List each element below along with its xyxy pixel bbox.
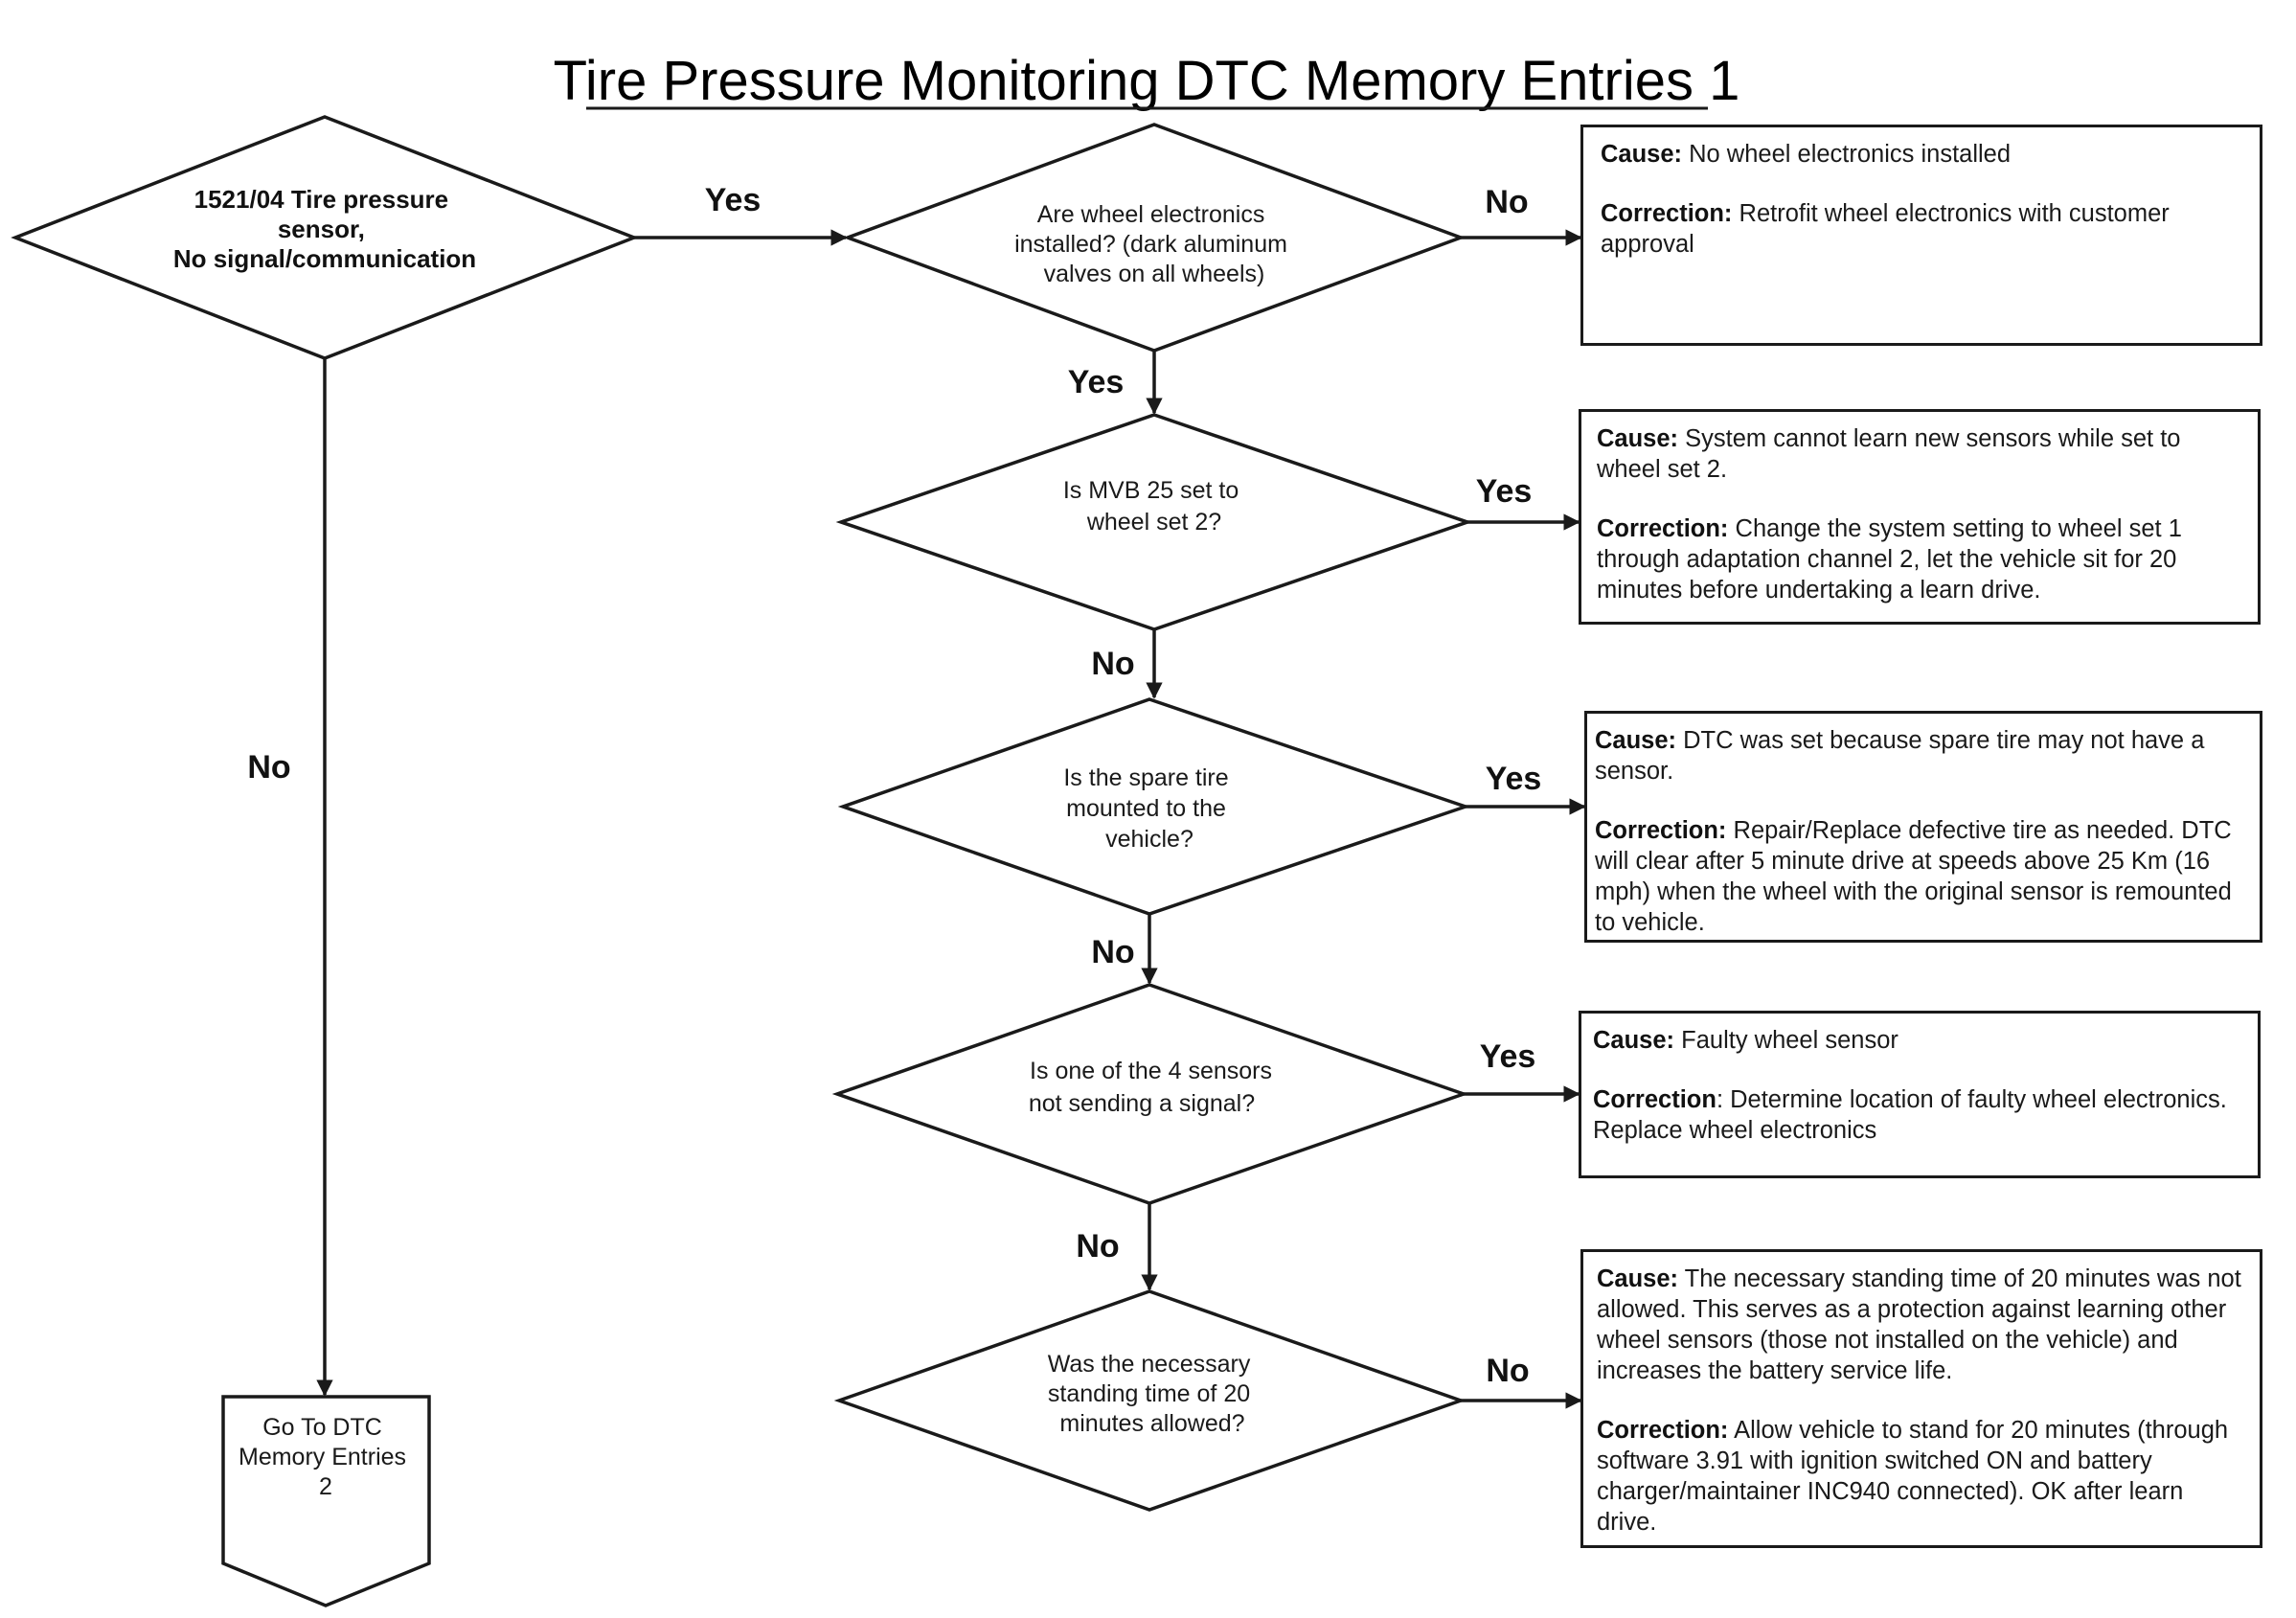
decision-spare-tire-text: Is the spare tire mounted to the vehicle… (1063, 764, 1235, 853)
edge-label-start-yes: Yes (705, 182, 762, 218)
cause-text: DTC was set because spare tire may not h… (1595, 727, 2205, 785)
correction-line: Correction: Retrofit wheel electronics w… (1601, 198, 2242, 260)
correction-line: Correction: Determine location of faulty… (1593, 1084, 2240, 1146)
correction-text: : Determine location of faulty wheel ele… (1593, 1086, 2227, 1144)
cause-label: Cause: (1597, 425, 1679, 452)
start-line-3: No signal/communication (173, 244, 476, 273)
cause-line: Cause: Faulty wheel sensor (1593, 1025, 2240, 1056)
correction-text: Retrofit wheel electronics with customer… (1601, 200, 2170, 258)
correction-label: Correction: (1597, 1417, 1729, 1444)
cause-label: Cause: (1601, 141, 1683, 168)
page-title: Tire Pressure Monitoring DTC Memory Entr… (554, 50, 1740, 112)
edge-label-d4-yes: Yes (1480, 1038, 1536, 1075)
correction-label: Correction: (1601, 200, 1733, 227)
correction-label: Correction: (1597, 515, 1729, 542)
start-line-2: sensor, (278, 215, 365, 243)
start-decision-text: 1521/04 Tire pressure sensor, No signal/… (173, 185, 476, 273)
cause-correction-box-4: Cause: Faulty wheel sensor Correction: D… (1579, 1011, 2261, 1178)
cause-label: Cause: (1595, 727, 1677, 754)
decision-sensors-text: Is one of the 4 sensors not sending a si… (1029, 1058, 1279, 1117)
edge-label-d1-yes: Yes (1068, 364, 1125, 400)
cause-correction-box-5: Cause: The necessary standing time of 20… (1580, 1249, 2262, 1548)
correction-line: Correction: Change the system setting to… (1597, 513, 2240, 605)
correction-label: Correction (1593, 1086, 1716, 1113)
decision-wheel-electronics-text: Are wheel electronics installed? (dark a… (1014, 201, 1294, 287)
cause-correction-box-2: Cause: System cannot learn new sensors w… (1579, 409, 2261, 625)
start-line-1: 1521/04 Tire pressure (194, 185, 448, 214)
cause-correction-box-3: Cause: DTC was set because spare tire ma… (1584, 711, 2262, 943)
edge-label-d5-no: No (1486, 1353, 1529, 1389)
cause-correction-box-1: Cause: No wheel electronics installed Co… (1580, 125, 2262, 346)
cause-line: Cause: No wheel electronics installed (1601, 139, 2242, 170)
edge-label-d3-no: No (1091, 934, 1134, 970)
decision-standing-time-text: Was the necessary standing time of 20 mi… (1048, 1351, 1258, 1437)
cause-line: Cause: DTC was set because spare tire ma… (1595, 725, 2242, 786)
cause-text: No wheel electronics installed (1689, 141, 2012, 168)
goto-memory-entries-2-connector (221, 1395, 431, 1607)
correction-line: Correction: Allow vehicle to stand for 2… (1597, 1415, 2242, 1538)
decision-mvb25-text: Is MVB 25 set to wheel set 2? (1063, 477, 1245, 536)
edge-label-d1-no: No (1485, 184, 1528, 220)
cause-text: The necessary standing time of 20 minute… (1597, 1265, 2241, 1384)
correction-text: Repair/Replace defective tire as needed.… (1595, 817, 2232, 936)
correction-label: Correction: (1595, 817, 1727, 844)
edge-label-d2-no: No (1091, 646, 1134, 682)
correction-line: Correction: Repair/Replace defective tir… (1595, 815, 2242, 938)
decision-standing-time-diamond (833, 1289, 1466, 1512)
cause-line: Cause: System cannot learn new sensors w… (1597, 423, 2240, 485)
cause-line: Cause: The necessary standing time of 20… (1597, 1264, 2242, 1386)
goto-memory-entries-2-text: Go To DTC Memory Entries 2 (239, 1414, 413, 1500)
edge-label-start-no: No (247, 749, 290, 786)
edge-label-d4-no: No (1076, 1228, 1119, 1265)
cause-label: Cause: (1593, 1027, 1675, 1054)
edge-label-d2-yes: Yes (1476, 473, 1533, 510)
cause-label: Cause: (1597, 1265, 1679, 1292)
correction-text: Change the system setting to wheel set 1… (1597, 515, 2182, 604)
edge-label-d3-yes: Yes (1486, 761, 1542, 797)
cause-text: System cannot learn new sensors while se… (1597, 425, 2181, 483)
cause-text: Faulty wheel sensor (1681, 1027, 1898, 1054)
correction-text: Allow vehicle to stand for 20 minutes (t… (1597, 1417, 2229, 1536)
